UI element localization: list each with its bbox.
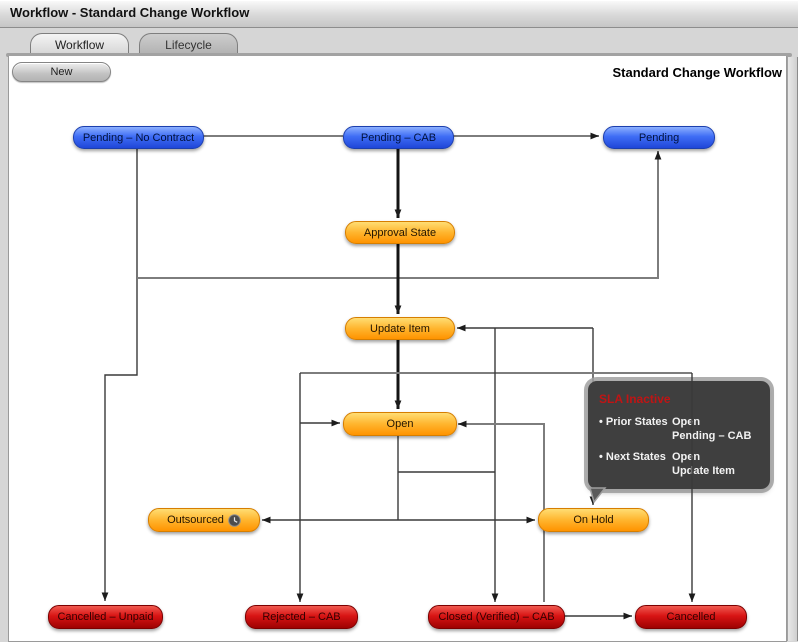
node-closed-verified-cab[interactable]: Closed (Verified) – CAB [428,605,565,629]
tooltip-row-label: • Next States [599,451,666,463]
node-label: Pending [638,131,680,144]
node-label: Closed (Verified) – CAB [438,611,555,623]
clock-icon [228,513,241,527]
node-label: Rejected – CAB [262,611,341,623]
node-label: Pending – No Contract [82,131,195,144]
node-label: Update Item [370,322,430,335]
node-on-hold[interactable]: On Hold [538,508,649,532]
sla-tooltip-title: SLA Inactive [599,392,671,406]
node-label: Cancelled [666,611,716,623]
node-label: Approval State [363,226,437,239]
tooltip-row-label: • Prior States [599,416,668,428]
tooltip-tail [589,487,607,503]
node-cancelled[interactable]: Cancelled [635,605,747,629]
node-update-item[interactable]: Update Item [345,317,455,340]
window-titlebar: Workflow - Standard Change Workflow [0,0,798,28]
node-open[interactable]: Open [343,412,457,436]
node-rejected-cab[interactable]: Rejected – CAB [245,605,358,629]
diagram-title: Standard Change Workflow [612,65,783,80]
node-approval-state[interactable]: Approval State [345,221,455,244]
node-label: On Hold [573,514,614,526]
panel-top-rule [6,53,792,57]
vertical-scrollbar[interactable] [787,57,798,641]
node-pending-cab[interactable]: Pending – CAB [343,126,454,149]
node-label: Cancelled – Unpaid [57,611,154,623]
node-label: Outsourced [167,514,224,526]
node-cancelled-unpaid[interactable]: Cancelled – Unpaid [48,605,163,629]
window-title: Workflow - Standard Change Workflow [10,5,250,20]
node-pending-no-contract[interactable]: Pending – No Contract [73,126,204,149]
node-label: Pending – CAB [360,131,437,144]
node-label: Open [386,418,414,430]
new-button[interactable]: New [12,62,111,82]
node-outsourced[interactable]: Outsourced [148,508,260,532]
node-pending[interactable]: Pending [603,126,715,149]
